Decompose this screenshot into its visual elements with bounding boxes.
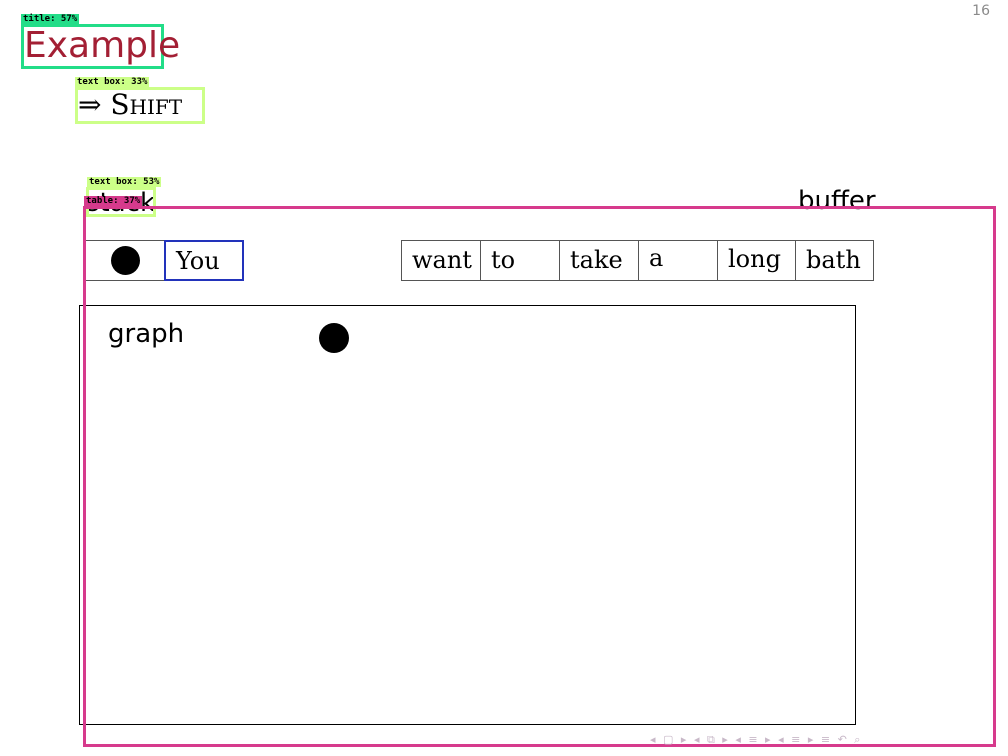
buffer-label: buffer bbox=[798, 186, 876, 216]
graph-node-dot bbox=[319, 323, 349, 353]
stack-cell-0 bbox=[86, 240, 165, 281]
table-annotation-box bbox=[83, 206, 996, 747]
table-annotation-label: table: 37% bbox=[84, 196, 143, 206]
stack-annotation-label: text box: 53% bbox=[87, 177, 162, 187]
back-icon[interactable]: ↶ bbox=[837, 733, 849, 746]
buffer-cell-5: bath bbox=[795, 240, 874, 281]
prev-subsection-icon[interactable]: ◂ ≡ ▸ bbox=[735, 733, 773, 746]
shift-annotation-box bbox=[75, 87, 205, 124]
prev-slide-icon[interactable]: ◂ ≡ ▸ bbox=[778, 733, 816, 746]
search-icon[interactable]: ⌕ bbox=[854, 733, 863, 746]
prev-section-icon[interactable]: ◂ ⧉ ▸ bbox=[693, 733, 730, 746]
shift-annotation-label: text box: 33% bbox=[75, 77, 150, 87]
title-annotation-label: title: 57% bbox=[21, 14, 80, 24]
title-annotation-box bbox=[21, 24, 164, 69]
shift-arrow: ⇒ bbox=[78, 88, 102, 121]
graph-area bbox=[79, 305, 856, 725]
page-number: 16 bbox=[972, 3, 990, 19]
graph-label: graph bbox=[108, 319, 185, 349]
slide-navigation: ◂ ▢ ▸ ◂ ⧉ ▸ ◂ ≡ ▸ ◂ ≡ ▸ ≡ ↶ ⌕ bbox=[650, 733, 862, 747]
stack-cell-1: You bbox=[164, 240, 244, 281]
stack-token-dot bbox=[111, 246, 140, 275]
next-slide-icon[interactable]: ≡ bbox=[820, 733, 833, 746]
slide-title: Example bbox=[24, 25, 181, 66]
prev-frame-icon[interactable]: ◂ ▢ ▸ bbox=[650, 733, 689, 746]
shift-line: ⇒ Shift bbox=[78, 88, 182, 122]
shift-word: Shift bbox=[110, 88, 183, 121]
